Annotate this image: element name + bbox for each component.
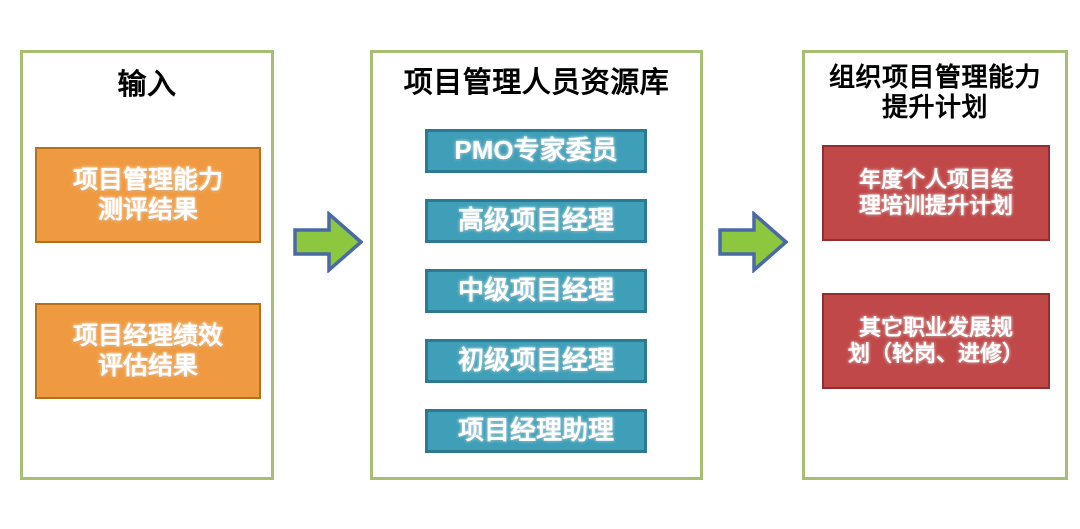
panel-capability-plan-title: 组织项目管理能力 提升计划 (828, 62, 1041, 122)
panel-input: 输入 项目管理能力 测评结果 项目经理绩效 评估结果 (20, 50, 274, 480)
panel-resource-pool-title: 项目管理人员资源库 (403, 67, 670, 99)
box-capability-assessment-result[interactable]: 项目管理能力 测评结果 (35, 147, 261, 243)
arrow-right-icon-2 (718, 210, 789, 274)
box-mid-project-manager[interactable]: 中级项目经理 (425, 269, 647, 313)
box-pm-performance-evaluation-result[interactable]: 项目经理绩效 评估结果 (35, 303, 261, 399)
box-senior-project-manager[interactable]: 高级项目经理 (425, 199, 647, 243)
box-other-career-development-plan[interactable]: 其它职业发展规 划（轮岗、进修） (822, 293, 1050, 389)
box-project-manager-assistant[interactable]: 项目经理助理 (425, 409, 647, 453)
arrow-right-icon-1 (293, 210, 364, 274)
box-pmo-expert-committee[interactable]: PMO专家委员 (425, 129, 647, 173)
panel-resource-pool: 项目管理人员资源库 PMO专家委员 高级项目经理 中级项目经理 初级项目经理 项… (370, 50, 703, 480)
box-annual-pm-training-plan[interactable]: 年度个人项目经 理培训提升计划 (822, 145, 1050, 241)
panel-input-title: 输入 (117, 69, 177, 101)
box-junior-project-manager[interactable]: 初级项目经理 (425, 339, 647, 383)
panel-capability-plan: 组织项目管理能力 提升计划 年度个人项目经 理培训提升计划 其它职业发展规 划（… (802, 50, 1068, 480)
